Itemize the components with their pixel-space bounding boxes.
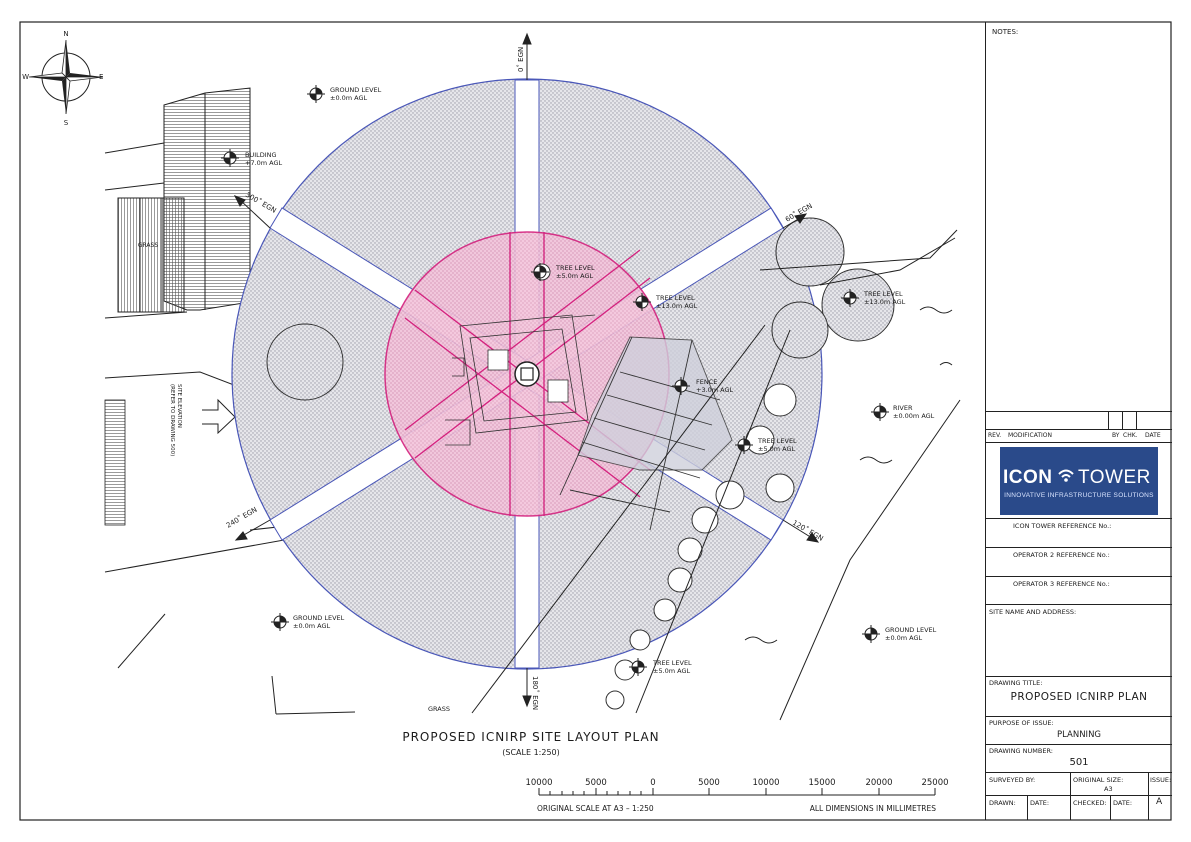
level-label: BUILDING bbox=[245, 151, 277, 159]
level-label: GROUND LEVEL bbox=[293, 614, 345, 622]
level-label: GROUND LEVEL bbox=[330, 86, 382, 94]
tower-mast-icon bbox=[514, 361, 540, 387]
operator2-ref-label: OPERATOR 2 REFERENCE No.: bbox=[1013, 551, 1110, 559]
level-label: TREE LEVEL bbox=[863, 290, 903, 298]
surveyed-by-label: SURVEYED BY: bbox=[989, 776, 1036, 784]
drawing-number: 501 bbox=[1069, 757, 1089, 768]
level-label: GROUND LEVEL bbox=[885, 626, 937, 634]
scale-note: ORIGINAL SCALE AT A3 – 1:250 bbox=[537, 804, 654, 813]
original-size-value: A3 bbox=[1104, 785, 1113, 793]
level-value: ±0.00m AGL bbox=[893, 412, 935, 420]
bearing-arrows bbox=[233, 32, 820, 708]
grass-label-top: GRASS bbox=[138, 242, 158, 249]
site-elevation-ref: (REFER TO DRAWING 500) bbox=[169, 384, 175, 456]
logo-tagline: INNOVATIVE INFRASTRUCTURE SOLUTIONS bbox=[1004, 492, 1154, 499]
icon-tower-logo: ICON TOWER INNOVATIVE INFRASTRUCTURE SOL… bbox=[1000, 447, 1158, 515]
sheet-border bbox=[19, 21, 1172, 821]
scale-tick-label: 10000 bbox=[525, 778, 552, 788]
drawing-title-label: DRAWING TITLE: bbox=[989, 679, 1043, 687]
compass-s-label: S bbox=[64, 119, 69, 127]
drawing-number-label: DRAWING NUMBER: bbox=[989, 747, 1053, 755]
plan-title: PROPOSED ICNIRP SITE LAYOUT PLAN bbox=[402, 730, 659, 744]
issue-value: A bbox=[1156, 797, 1163, 807]
scale-bar bbox=[538, 788, 936, 796]
tower-compound bbox=[445, 314, 596, 446]
drawn-label: DRAWN: bbox=[989, 799, 1016, 807]
wifi-icon bbox=[1058, 469, 1074, 482]
purpose-value: PLANNING bbox=[1056, 730, 1102, 740]
level-marker-icons bbox=[221, 85, 889, 676]
logo-text-right: TOWER bbox=[1078, 467, 1151, 488]
date-header: DATE bbox=[1145, 432, 1161, 439]
level-label: TREE LEVEL bbox=[655, 294, 695, 302]
checked-date-label: DATE: bbox=[1113, 799, 1133, 807]
compass-w-label: W bbox=[22, 73, 29, 81]
issue-label: ISSUE: bbox=[1150, 776, 1172, 784]
building-footprint bbox=[104, 87, 251, 319]
level-label: TREE LEVEL bbox=[652, 659, 692, 667]
original-size-label: ORIGINAL SIZE: bbox=[1073, 776, 1124, 784]
by-header: BY bbox=[1112, 432, 1120, 439]
logo-text-left: ICON bbox=[1003, 467, 1053, 488]
tree-canopy-icons bbox=[266, 217, 895, 710]
rev-header: REV. bbox=[988, 432, 1002, 439]
level-value: ±5.0m AGL bbox=[653, 667, 691, 675]
parking-bays bbox=[559, 336, 733, 531]
scale-tick-label: 5000 bbox=[585, 778, 607, 788]
scale-tick-label: 5000 bbox=[698, 778, 720, 788]
modification-header: MODIFICATION bbox=[1008, 432, 1052, 439]
bearing-0-label: 0˚ EGN bbox=[517, 47, 525, 72]
drawn-date-label: DATE: bbox=[1030, 799, 1050, 807]
scale-tick-label: 15000 bbox=[808, 778, 835, 788]
level-value: ±0.0m AGL bbox=[293, 622, 331, 630]
grass-label-bottom: GRASS bbox=[428, 705, 450, 713]
operator3-ref-label: OPERATOR 3 REFERENCE No.: bbox=[1013, 580, 1110, 588]
chk-header: CHK. bbox=[1123, 432, 1138, 439]
level-value: ±5.0m AGL bbox=[758, 445, 796, 453]
drawing-title: PROPOSED ICNIRP PLAN bbox=[1010, 691, 1148, 703]
bearing-180-label: 180˚ EGN bbox=[531, 676, 539, 710]
checked-label: CHECKED: bbox=[1073, 799, 1107, 807]
level-value: +7.0m AGL bbox=[245, 159, 283, 167]
right-boundaries bbox=[471, 229, 961, 721]
bearing-240-label: 240˚ EGN bbox=[225, 506, 259, 530]
north-arrow-icon bbox=[28, 39, 104, 115]
site-name-label: SITE NAME AND ADDRESS: bbox=[989, 608, 1077, 616]
scale-tick-label: 25000 bbox=[921, 778, 948, 788]
level-label: RIVER bbox=[893, 404, 913, 412]
icon-tower-ref-label: ICON TOWER REFERENCE No.: bbox=[1013, 522, 1112, 530]
scale-tick-label: 20000 bbox=[865, 778, 892, 788]
level-value: ±0.0m AGL bbox=[330, 94, 368, 102]
level-value: +3.0m AGL bbox=[696, 386, 734, 394]
site-elevation-arrow-icon bbox=[202, 398, 236, 435]
scale-tick-label: 10000 bbox=[752, 778, 779, 788]
level-value: ±13.0m AGL bbox=[864, 298, 906, 306]
level-value: ±0.0m AGL bbox=[885, 634, 923, 642]
level-label: TREE LEVEL bbox=[757, 437, 797, 445]
units-note: ALL DIMENSIONS IN MILLIMETRES bbox=[810, 804, 937, 813]
plan-scale: (SCALE 1:250) bbox=[502, 748, 560, 757]
level-value: ±5.0m AGL bbox=[556, 272, 594, 280]
title-block: NOTES: REV. MODIFICATION BY CHK. DATE IC… bbox=[985, 22, 1172, 820]
compass-e-label: E bbox=[99, 73, 103, 81]
level-label: FENCE bbox=[696, 378, 717, 386]
level-label: TREE LEVEL bbox=[555, 264, 595, 272]
site-elevation-label: SITE ELEVATION bbox=[176, 384, 182, 428]
level-value: ±13.0m AGL bbox=[656, 302, 698, 310]
notes-label: NOTES: bbox=[992, 28, 1019, 36]
compass-n-label: N bbox=[63, 30, 68, 38]
scale-tick-label: 0 bbox=[650, 778, 655, 788]
purpose-label: PURPOSE OF ISSUE: bbox=[989, 719, 1054, 727]
